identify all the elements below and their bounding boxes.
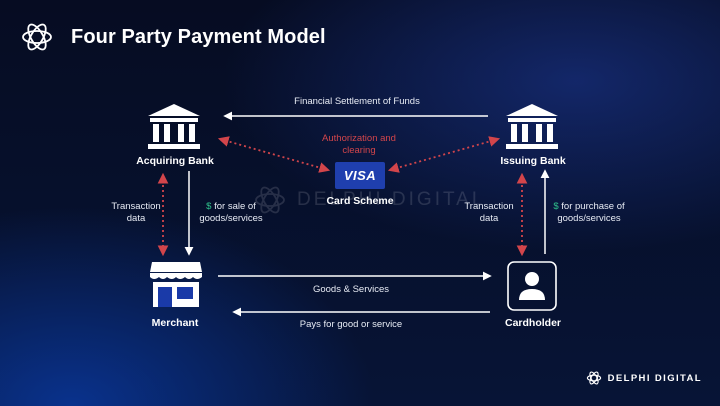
purchase-line2: goods/services [557,213,621,224]
logo-icon [22,23,52,51]
visa-card: VISA [335,162,385,189]
acquiring-bank-label: Acquiring Bank [136,155,214,167]
authorization-label-line1: Authorization and [322,133,396,144]
acq-transaction-label: Transaction data [111,201,160,225]
iss-transaction-label: Transaction data [464,201,513,225]
acq-transaction-line1: Transaction [111,201,161,212]
brand-logo-icon [586,371,601,385]
brand-footer: DELPHI DIGITAL [586,370,702,386]
acq-transaction-line2: data [126,213,146,224]
acquiring-bank-icon [148,104,200,149]
page-title: Four Party Payment Model [71,26,326,48]
auth-arrow-right [387,136,501,173]
user-icon [507,261,557,311]
watermark-logo-icon [255,186,285,214]
store-icon [150,262,202,307]
authorization-label: Authorization and clearing [322,133,396,157]
sale-line2: goods/services [199,213,263,224]
card-scheme-label: Card Scheme [326,195,394,207]
purchase-dollar: $ [553,201,559,212]
merchant-label: Merchant [151,317,199,329]
brand-text: DELPHI DIGITAL [607,372,702,384]
issuing-bank-icon [506,104,558,149]
auth-arrow-left [217,136,331,173]
iss-transaction-line1: Transaction [464,201,514,212]
cardholder-label: Cardholder [504,317,562,329]
pays-label: Pays for good or service [299,319,403,330]
purchase-line1: for purchase of [558,201,625,212]
authorization-label-line2: clearing [342,145,376,156]
iss-transaction-line2: data [479,213,499,224]
sale-dollar: $ [206,201,212,212]
goods-services-label: Goods & Services [312,284,390,295]
settlement-label: Financial Settlement of Funds [294,96,420,107]
issuing-bank-label: Issuing Bank [500,155,566,167]
purchase-label: $ for purchase of goods/services [553,201,624,225]
watermark-text: DELPHI DIGITAL [297,189,486,210]
sale-label: $ for sale of goods/services [199,201,262,225]
sale-line1: for sale of [211,201,256,212]
watermark: DELPHI DIGITAL [253,183,485,217]
